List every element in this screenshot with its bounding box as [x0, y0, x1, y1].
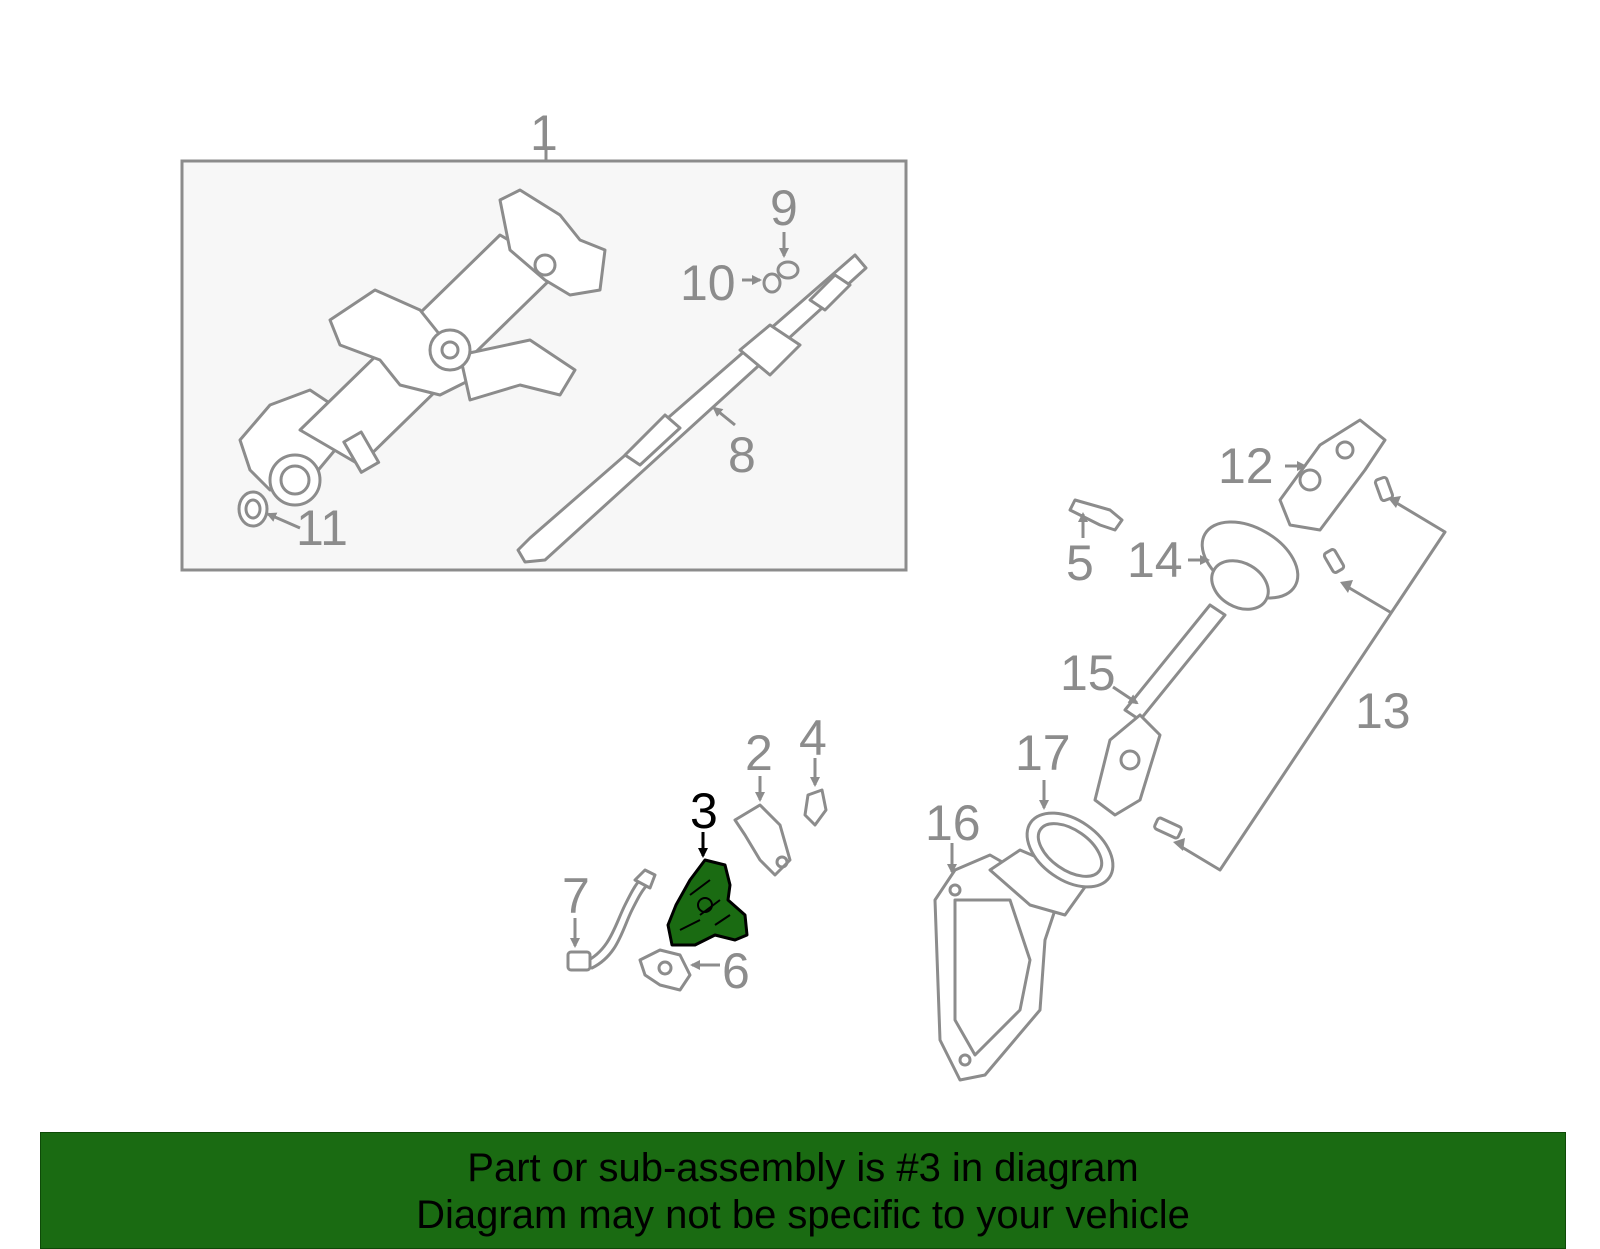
label-1: 1 [530, 105, 558, 161]
parts-diagram: 1 11 8 9 10 [180, 105, 1447, 1082]
label-2: 2 [745, 725, 773, 781]
label-3: 3 [690, 783, 718, 839]
clip-6 [638, 948, 692, 992]
bolt-4 [803, 788, 828, 827]
arrowhead-13a [1388, 496, 1401, 508]
clip-9 [776, 260, 800, 280]
intermediate-shaft-15 [1093, 603, 1227, 817]
banner-line-2: Diagram may not be specific to your vehi… [416, 1193, 1190, 1237]
arrow-15 [1112, 685, 1139, 705]
label-15: 15 [1060, 645, 1116, 701]
arrow-8 [712, 406, 736, 427]
bolt-13c [1153, 816, 1183, 840]
universal-joint-12 [1278, 418, 1387, 532]
label-14: 14 [1127, 532, 1183, 588]
bushing-11 [237, 490, 269, 528]
steering-shaft-8 [516, 253, 868, 564]
banner-line-1: Part or sub-assembly is #3 in diagram [467, 1146, 1139, 1190]
bolt-13b [1322, 548, 1346, 574]
boot-seal-14 [1200, 520, 1300, 611]
label-17: 17 [1015, 725, 1071, 781]
cable-7 [566, 868, 657, 972]
steering-column-housing [238, 188, 607, 507]
leader-13 [1178, 500, 1447, 872]
label-4: 4 [799, 710, 827, 766]
label-13: 13 [1355, 683, 1411, 739]
bracket-2 [733, 803, 792, 877]
bolt-5 [1068, 498, 1124, 532]
bolt-13a [1373, 475, 1395, 503]
info-banner: Part or sub-assembly is #3 in diagram Di… [40, 1132, 1566, 1249]
label-16: 16 [925, 795, 981, 851]
clip-10 [762, 272, 782, 294]
label-9: 9 [770, 180, 798, 236]
dust-boot-16 [933, 848, 1092, 1082]
label-8: 8 [728, 427, 756, 483]
label-7: 7 [562, 868, 590, 924]
label-6: 6 [722, 943, 750, 999]
arrow-11 [266, 512, 301, 530]
part-3-highlighted[interactable] [666, 858, 749, 947]
label-12: 12 [1218, 438, 1274, 494]
label-5: 5 [1066, 535, 1094, 591]
arrowhead-13b [1340, 580, 1353, 593]
arrowhead-13c [1173, 838, 1185, 851]
label-10: 10 [680, 255, 736, 311]
label-11: 11 [296, 500, 348, 556]
clamp-ring-17 [1025, 811, 1115, 889]
